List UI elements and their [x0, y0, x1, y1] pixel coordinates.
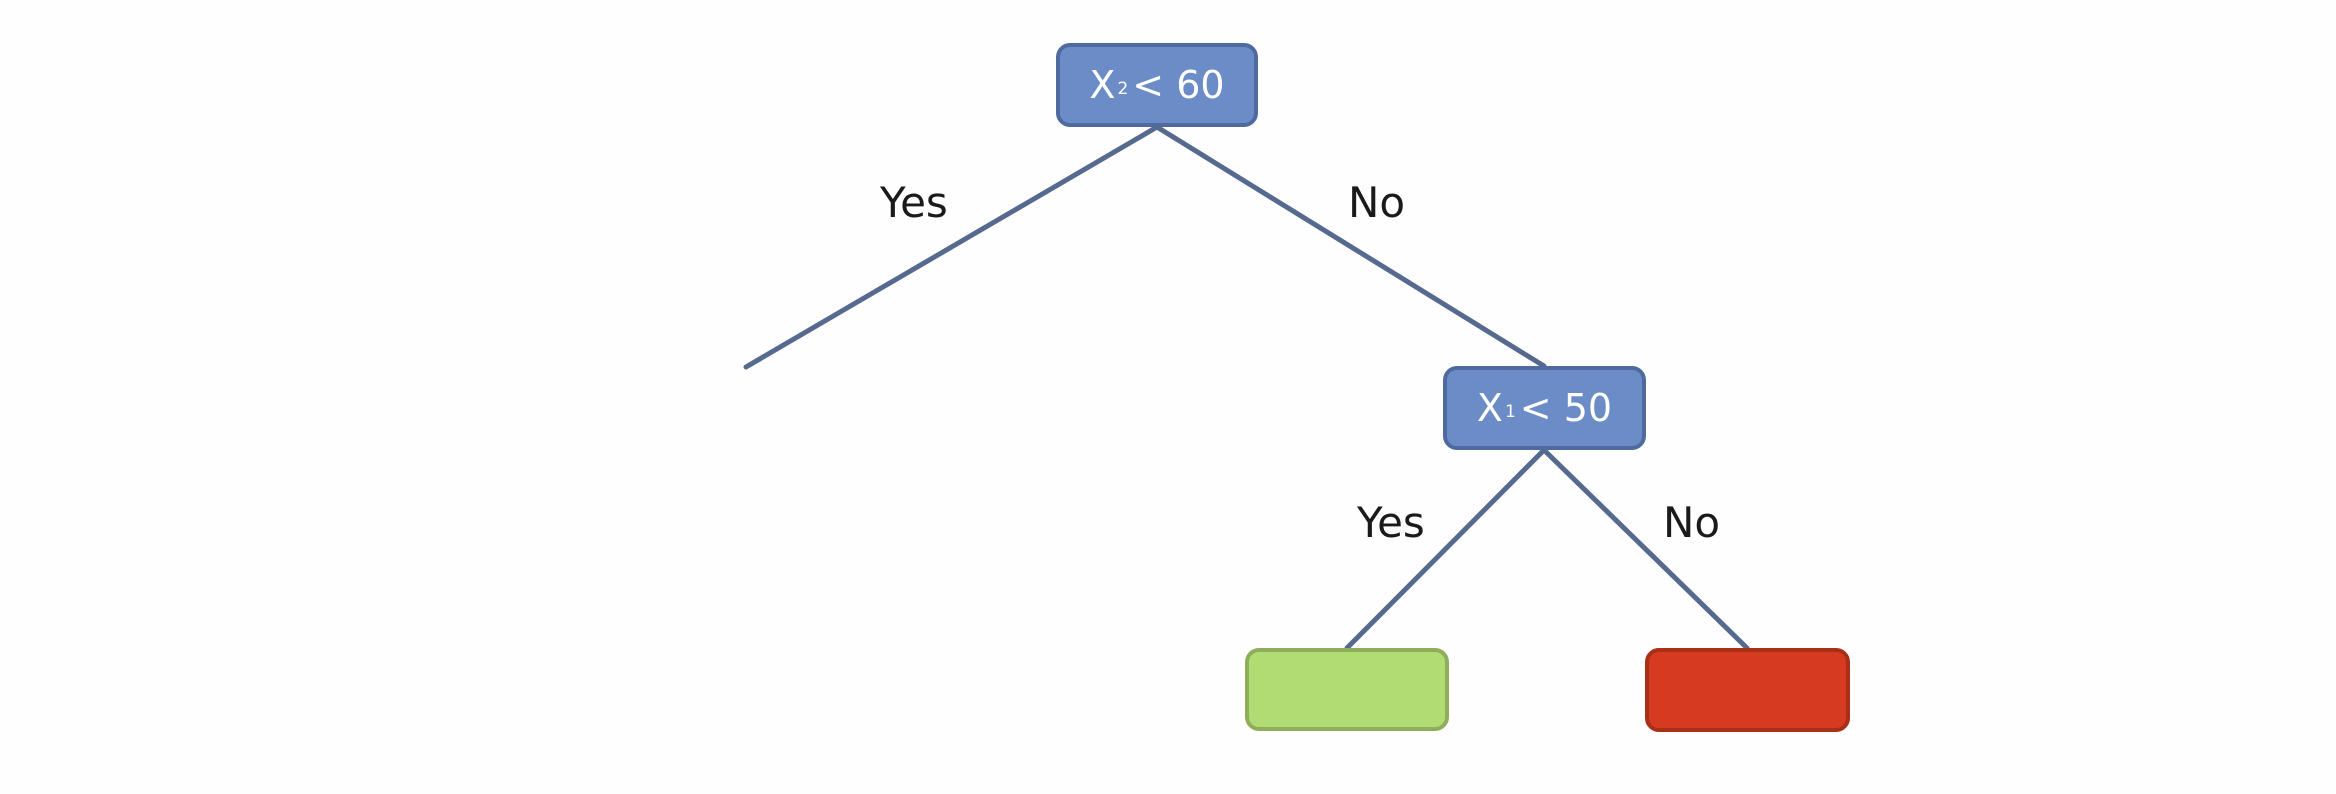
leaf-node-red	[1645, 648, 1850, 732]
root-split-var: X	[1089, 63, 1116, 107]
root-split-condition: < 60	[1132, 63, 1225, 107]
edge-label-x1-yes: Yes	[1357, 498, 1425, 547]
x1-split-subscript: 1	[1504, 402, 1516, 422]
x1-split-condition: < 50	[1519, 386, 1613, 430]
x1-split-var: X	[1476, 386, 1503, 430]
edge-label-root-yes: Yes	[880, 178, 948, 227]
edge-x1-yes	[1344, 447, 1547, 651]
edge-label-root-no: No	[1348, 178, 1406, 227]
edge-root-yes	[743, 124, 1160, 370]
edge-x1-no	[1541, 447, 1750, 651]
edge-root-no	[1154, 124, 1547, 369]
root-split-subscript: 2	[1117, 79, 1129, 99]
edge-label-x1-no: No	[1663, 498, 1721, 547]
leaf-node-green	[1245, 648, 1449, 731]
